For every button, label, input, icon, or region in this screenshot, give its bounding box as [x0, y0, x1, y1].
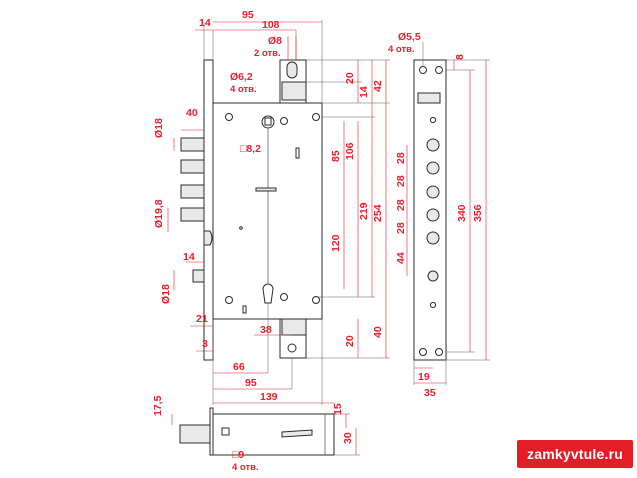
- bottom-bracket-hole: [287, 343, 297, 353]
- mount-hole: [312, 296, 320, 304]
- mount-hole: [280, 293, 288, 301]
- dim-d6-2: Ø6,2: [230, 71, 253, 83]
- bolt-opening: [426, 231, 440, 245]
- cylinder-hole: [262, 283, 274, 304]
- dim-14-right: 14: [358, 86, 370, 98]
- mount-hole: [225, 296, 233, 304]
- dim-21: 21: [196, 313, 208, 325]
- square-hole: [221, 427, 230, 436]
- top-slot: [286, 61, 298, 79]
- spindle-square: [264, 117, 272, 126]
- bolt: [180, 137, 205, 152]
- dim-d8: Ø8: [268, 35, 282, 47]
- dim-d18-b: Ø18: [160, 284, 172, 304]
- pitch-28-d: 28: [395, 222, 407, 234]
- dim-95-bottom: 95: [245, 377, 257, 389]
- site-watermark: zamkyvtule.ru: [517, 440, 633, 468]
- dim-d5-5: Ø5,5: [398, 31, 421, 43]
- dim-120: 120: [330, 234, 342, 252]
- dim-108: 108: [262, 19, 280, 31]
- lock-front-view: [180, 59, 323, 361]
- bolt: [180, 184, 205, 199]
- small-slot-bottom: [242, 305, 247, 314]
- dim-356: 356: [472, 204, 484, 222]
- mount-hole: [225, 113, 233, 121]
- dim-4-holes-c: 4 отв.: [388, 44, 415, 55]
- strike-hole: [435, 66, 443, 74]
- pitch-28-a: 28: [395, 152, 407, 164]
- bolt-opening: [426, 138, 440, 152]
- dim-sq9: □9: [232, 449, 244, 461]
- lock-case: [212, 102, 323, 320]
- dim-66: 66: [233, 361, 245, 373]
- bolt-opening: [426, 185, 440, 199]
- bolt: [180, 159, 205, 174]
- dim-106: 106: [344, 142, 356, 160]
- dim-17-5: 17,5: [152, 395, 164, 416]
- dim-3: 3: [202, 338, 208, 350]
- dim-42: 42: [372, 80, 384, 92]
- dim-4-holes-b: 4 отв.: [232, 462, 259, 473]
- dim-219: 219: [358, 202, 370, 220]
- dim-14-top: 14: [199, 17, 211, 29]
- dim-2-holes: 2 отв.: [254, 48, 281, 59]
- tiny-hole: [239, 226, 243, 230]
- strike-plate-view: [406, 42, 490, 385]
- dim-139: 139: [260, 391, 278, 403]
- strike-small-hole: [429, 116, 437, 124]
- dim-14-mid: 14: [183, 251, 195, 263]
- bottom-view-bolt: [179, 424, 211, 444]
- lower-bolt: [192, 269, 205, 283]
- small-slot: [295, 147, 300, 159]
- bottom-view-bar: [281, 429, 313, 438]
- dim-15: 15: [332, 403, 344, 415]
- dim-d18-a: Ø18: [153, 118, 165, 138]
- strike-hole: [419, 66, 427, 74]
- dim-254: 254: [372, 204, 384, 222]
- bolt-opening: [426, 208, 440, 222]
- top-block: [281, 81, 307, 101]
- dim-20-top: 20: [344, 72, 356, 84]
- front-dimension-lines: [167, 20, 390, 405]
- dimension-labels: 14 95 108 Ø8 2 отв. Ø6,2 4 отв. 20 14 42…: [152, 9, 484, 473]
- pitch-28-c: 28: [395, 199, 407, 211]
- strike-hole: [419, 348, 427, 356]
- bolt: [180, 207, 205, 222]
- dim-sq8-2: □8,2: [240, 143, 261, 155]
- strike-hole: [435, 348, 443, 356]
- mount-hole: [312, 113, 320, 121]
- pitch-28-b: 28: [395, 175, 407, 187]
- dim-30: 30: [342, 432, 354, 444]
- dim-19: 19: [418, 371, 430, 383]
- strike-small-hole: [429, 301, 437, 309]
- dim-85: 85: [330, 150, 342, 162]
- dim-340: 340: [456, 204, 468, 222]
- bolt-opening: [426, 161, 440, 175]
- dim-20-bottom: 20: [344, 335, 356, 347]
- dim-d19-8: Ø19,8: [153, 199, 165, 228]
- bolt-opening: [427, 270, 439, 282]
- dim-95-top: 95: [242, 9, 254, 21]
- dim-4-holes-a: 4 отв.: [230, 84, 257, 95]
- bottom-view-case: [212, 413, 335, 456]
- inner-bar: [255, 187, 277, 192]
- strike-plate: [413, 59, 447, 361]
- dim-35: 35: [424, 387, 436, 399]
- latch: [203, 230, 213, 246]
- mount-hole: [280, 117, 288, 125]
- lock-bottom-view: [171, 407, 360, 456]
- bottom-block: [281, 318, 307, 336]
- dim-40-left: 40: [186, 107, 198, 119]
- dim-40-right: 40: [372, 326, 384, 338]
- pitch-44: 44: [395, 252, 407, 264]
- strike-logo: [417, 92, 441, 104]
- dim-38: 38: [260, 324, 272, 336]
- dim-8-strip: 8: [454, 54, 466, 60]
